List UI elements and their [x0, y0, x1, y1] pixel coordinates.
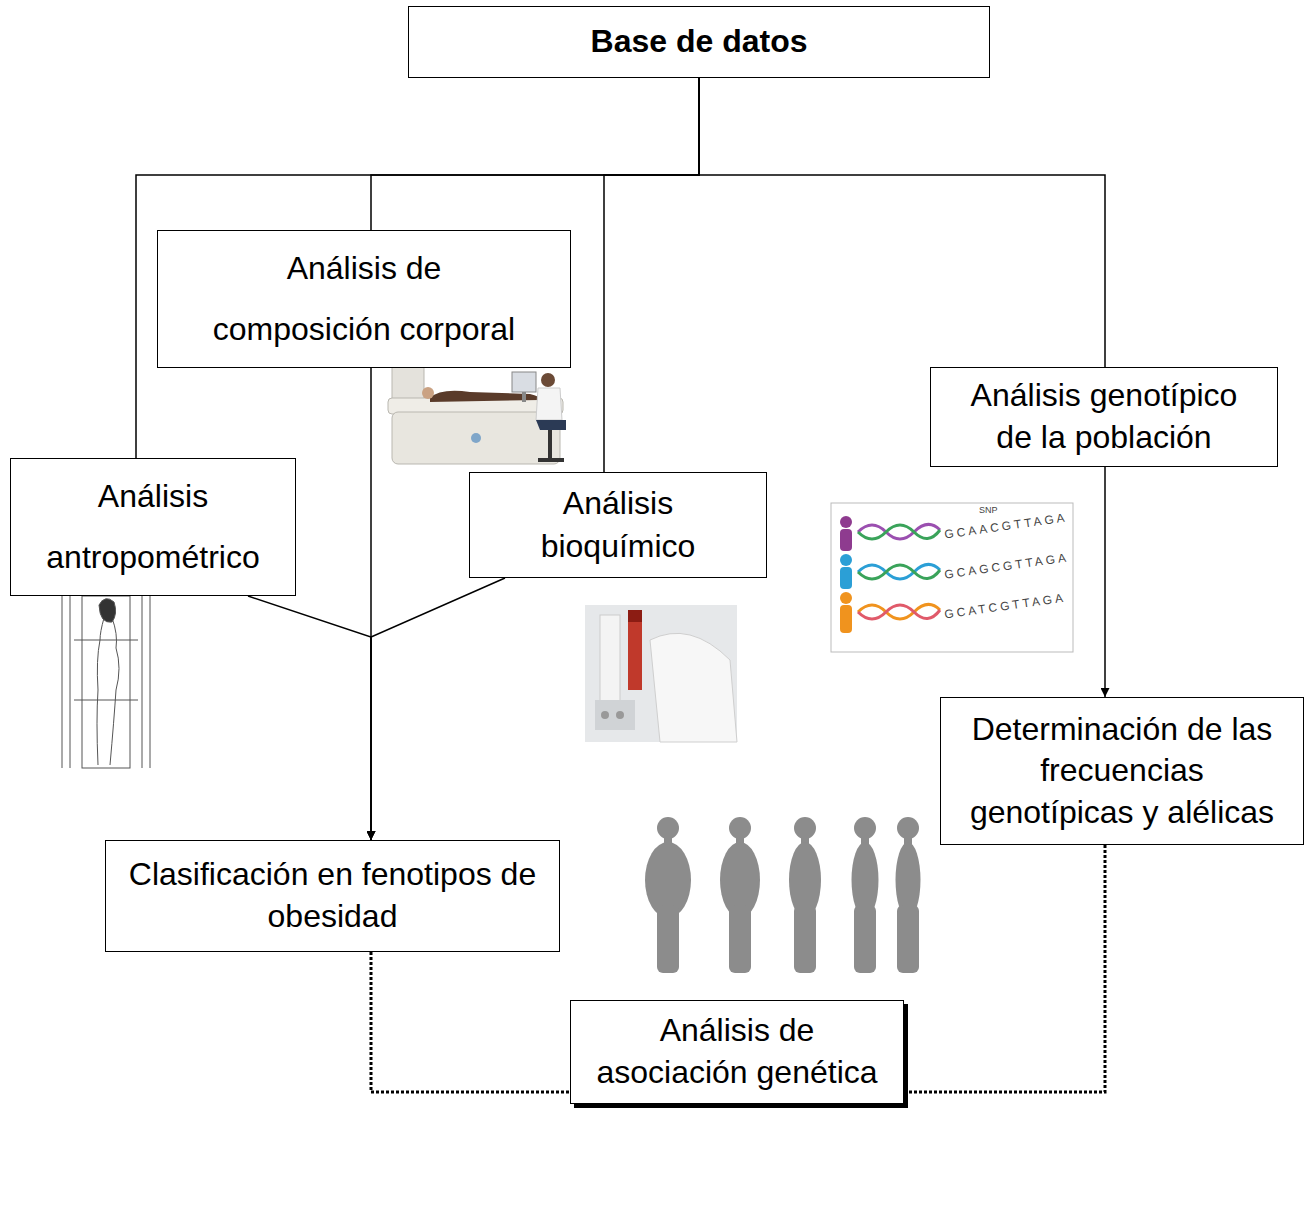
- box-text: Base de datos: [591, 21, 808, 63]
- connector: [1104, 467, 1106, 697]
- connector: [136, 78, 699, 458]
- silhouette: [852, 817, 879, 973]
- box-text: Análisis de asociación genética: [590, 1010, 885, 1093]
- process-box: Base de datos: [408, 6, 990, 78]
- box-text: Determinación de las frecuencias genotíp…: [962, 709, 1282, 834]
- anthropometric-figure: [62, 596, 150, 768]
- box-text: Análisis de composición corporal: [204, 238, 524, 360]
- silhouette: [645, 817, 691, 973]
- connector: [371, 78, 699, 230]
- connector: [248, 596, 371, 840]
- process-box: Análisis antropométrico: [10, 458, 296, 596]
- lab-photo: [585, 605, 737, 742]
- connector: [699, 78, 1105, 367]
- box-text: Análisis bioquímico: [503, 482, 733, 568]
- process-box: Análisis de asociación genética: [570, 1000, 904, 1104]
- process-box: Análisis genotípico de la población: [930, 367, 1278, 467]
- connector: [371, 578, 505, 840]
- dotted-connector: [371, 952, 570, 1092]
- box-text: Análisis genotípico de la población: [964, 375, 1244, 458]
- snp-label: SNP: [979, 506, 998, 516]
- process-box: Clasificación en fenotipos de obesidad: [105, 840, 560, 952]
- snp-illustration: [831, 503, 1073, 652]
- obesity-silhouettes: [645, 817, 921, 973]
- box-text: Análisis antropométrico: [23, 466, 283, 588]
- silhouette: [789, 817, 821, 973]
- silhouette: [720, 817, 760, 973]
- process-box: Análisis de composición corporal: [157, 230, 571, 368]
- silhouette: [896, 817, 921, 973]
- connector: [604, 78, 699, 472]
- process-box: Análisis bioquímico: [469, 472, 767, 578]
- box-text: Clasificación en fenotipos de obesidad: [123, 854, 543, 937]
- process-box: Determinación de las frecuencias genotíp…: [940, 697, 1304, 845]
- dotted-connector: [904, 845, 1105, 1092]
- dxa-scanner: [388, 362, 566, 464]
